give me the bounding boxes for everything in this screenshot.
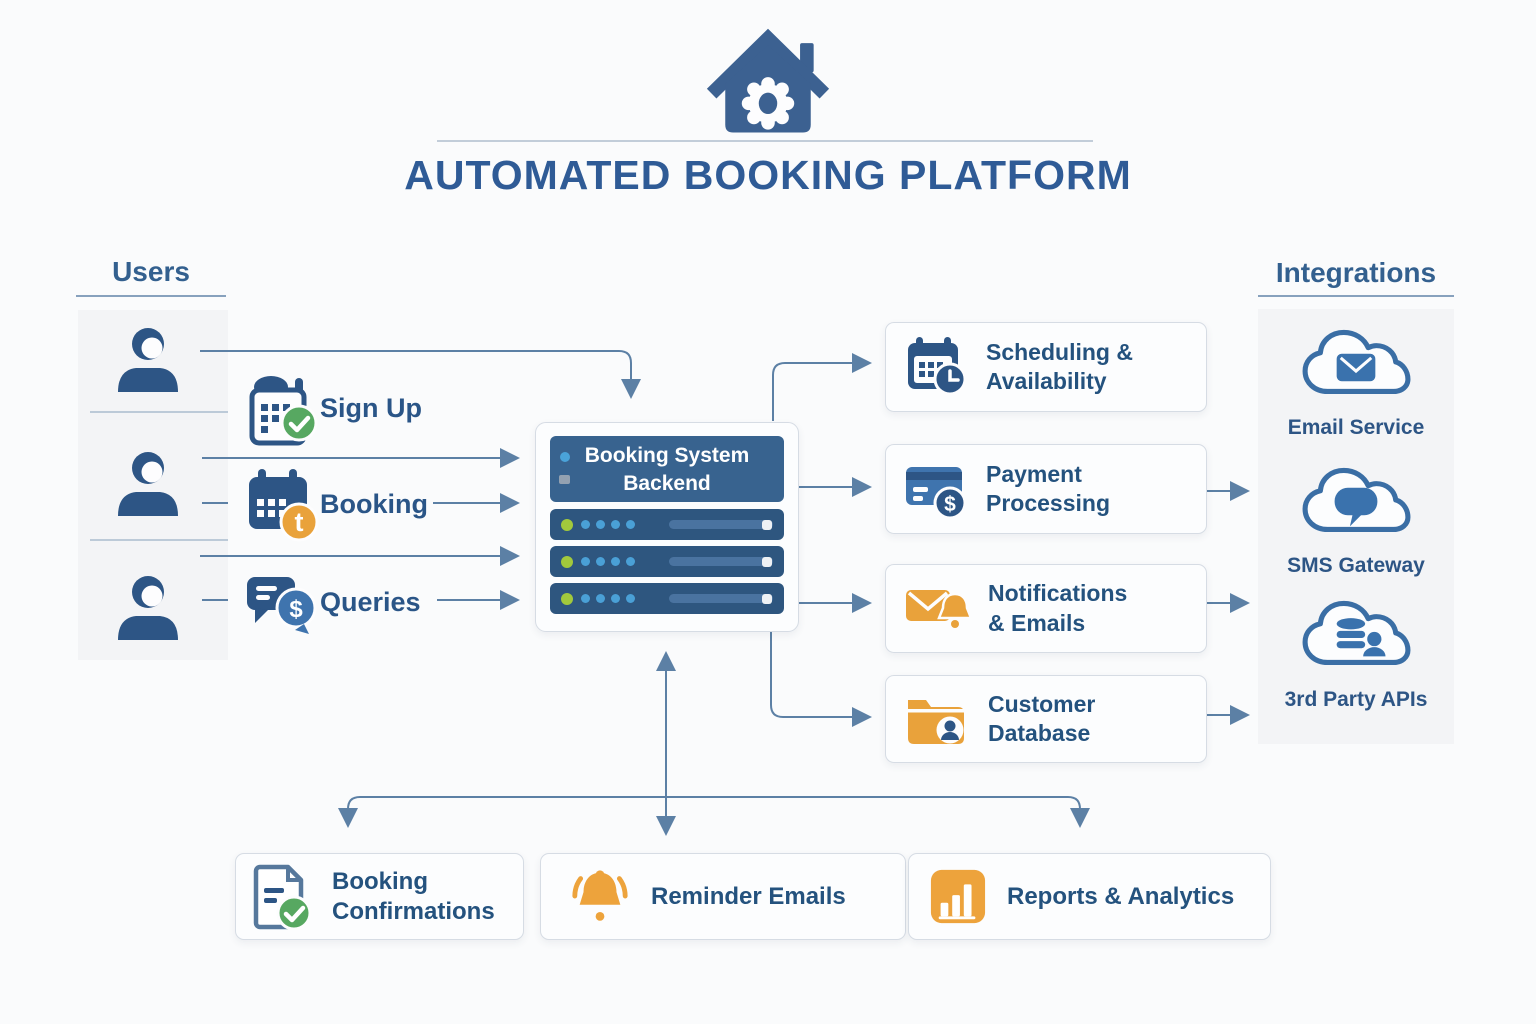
server-rack-row xyxy=(550,509,784,540)
indicator-square-icon xyxy=(559,475,570,484)
service-label-line2: Processing xyxy=(986,490,1110,516)
header-divider xyxy=(437,140,1093,142)
sms-gateway-label: SMS Gateway xyxy=(1287,554,1425,577)
cloud-mail-icon xyxy=(1302,329,1411,394)
cloud-api-icon xyxy=(1302,600,1411,665)
bar-chart-icon xyxy=(930,869,986,923)
status-dot-green xyxy=(561,592,573,605)
queries-label: Queries xyxy=(320,587,421,617)
server-slot-bar xyxy=(669,593,773,604)
booking-backend-card: Booking System Backend xyxy=(535,422,799,632)
flow-arrows xyxy=(200,350,1250,836)
customer-database-box: Customer Database xyxy=(885,675,1207,763)
service-label-line1: Payment xyxy=(986,460,1082,487)
user-avatar-icon xyxy=(118,576,178,640)
document-check-icon xyxy=(253,864,312,930)
service-label-line1: Scheduling & xyxy=(986,338,1133,365)
calendar-signup-icon xyxy=(249,376,318,446)
signup-label: Sign Up xyxy=(320,393,422,423)
server-rack-row xyxy=(550,546,784,577)
calendar-clock-icon xyxy=(908,337,967,396)
credit-card-dollar-icon: $ xyxy=(906,467,967,520)
users-section-title: Users xyxy=(112,256,190,287)
calendar-booking-icon: t xyxy=(249,469,319,542)
user-avatar-icon xyxy=(118,328,178,392)
folder-user-icon xyxy=(908,700,964,744)
chat-dollar-icon: $ xyxy=(247,577,317,634)
users-underline xyxy=(76,295,226,297)
service-label-line1: Customer xyxy=(988,690,1096,717)
page-title: AUTOMATED BOOKING PLATFORM xyxy=(404,152,1132,198)
users-panel-separators xyxy=(90,411,228,541)
integrations-underline xyxy=(1258,295,1454,297)
user-avatar-icon xyxy=(118,452,178,516)
output-label-line2: Confirmations xyxy=(332,897,495,925)
email-service-label: Email Service xyxy=(1287,416,1425,439)
status-dot-green xyxy=(561,518,573,531)
output-label-line1: Reminder Emails xyxy=(651,882,846,910)
server-rack-row xyxy=(550,583,784,614)
svg-text:$: $ xyxy=(944,493,956,516)
output-label-line1: Booking xyxy=(332,867,428,895)
svg-text:t: t xyxy=(295,507,304,537)
scheduling-availability-box: Scheduling & Availability xyxy=(885,322,1207,412)
bell-icon xyxy=(572,869,628,921)
service-label-line2: Database xyxy=(988,720,1091,746)
integrations-section-title: Integrations xyxy=(1275,257,1437,288)
service-label-line2: & Emails xyxy=(988,609,1086,636)
service-label-line2: Availability xyxy=(986,368,1107,394)
indicator-dot-icon xyxy=(560,452,570,462)
third-party-apis-label: 3rd Party APIs xyxy=(1284,688,1428,711)
service-label-line1: Notifications xyxy=(988,580,1128,607)
cloud-sms-icon xyxy=(1302,467,1411,532)
svg-text:$: $ xyxy=(289,596,303,623)
backend-title-line2: Backend xyxy=(623,471,711,495)
mail-bell-icon xyxy=(906,589,970,628)
backend-header: Booking System Backend xyxy=(550,436,784,502)
reminder-emails-box: Reminder Emails xyxy=(540,853,906,940)
payment-processing-box: $ Payment Processing xyxy=(885,444,1207,534)
output-label-line1: Reports & Analytics xyxy=(1007,882,1235,910)
booking-label: Booking xyxy=(320,489,428,519)
booking-confirmations-box: Booking Confirmations xyxy=(235,853,524,940)
status-dot-green xyxy=(561,555,573,568)
notifications-emails-box: Notifications & Emails xyxy=(885,564,1207,653)
server-slot-bar xyxy=(669,519,773,530)
reports-analytics-box: Reports & Analytics xyxy=(908,853,1271,940)
backend-title-line1: Booking System xyxy=(584,444,750,467)
server-slot-bar xyxy=(669,556,773,567)
house-gear-icon xyxy=(706,28,830,133)
